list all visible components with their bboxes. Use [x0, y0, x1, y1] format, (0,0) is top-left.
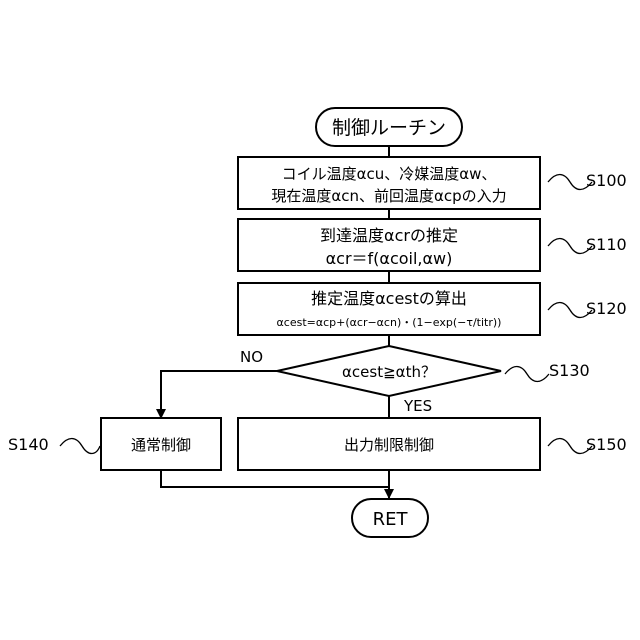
- step-s120-box: 推定温度αcestの算出 αcest=αcp+(αcr−αcn)・(1−exp(…: [238, 283, 540, 335]
- step-s110-id: S110: [586, 235, 627, 254]
- step-s130-tilde: [505, 367, 549, 382]
- step-s150-box: 出力制限制御: [238, 418, 540, 470]
- connector-s140-merge: [161, 470, 389, 487]
- step-s100-box: コイル温度αcu、冷媒温度αw、 現在温度αcn、前回温度αcpの入力: [238, 157, 540, 209]
- step-s120-line1: 推定温度αcestの算出: [311, 289, 467, 308]
- decision-s130-label: αcest≧αth？: [342, 363, 436, 381]
- end-label: RET: [373, 509, 409, 530]
- step-s120-line2: αcest=αcp+(αcr−αcn)・(1−exp(−τ/titr)): [277, 316, 502, 329]
- decision-s130: αcest≧αth？: [277, 346, 501, 396]
- step-s150-label: 出力制限制御: [344, 436, 434, 454]
- step-s140-box: 通常制御: [101, 418, 221, 470]
- end-terminal: RET: [352, 499, 428, 537]
- step-s110-line1: 到達温度αcrの推定: [320, 226, 458, 245]
- step-s140-tilde: [60, 439, 100, 454]
- decision-yes-label: YES: [403, 397, 432, 415]
- step-s100-id: S100: [586, 171, 627, 190]
- step-s100-line1: コイル温度αcu、冷媒温度αw、: [282, 165, 497, 183]
- step-s140-id: S140: [8, 435, 49, 454]
- step-s120-id: S120: [586, 299, 627, 318]
- start-label: 制御ルーチン: [332, 117, 446, 139]
- start-terminal: 制御ルーチン: [316, 108, 462, 146]
- step-s150-id: S150: [586, 435, 627, 454]
- decision-no-label: NO: [240, 348, 263, 366]
- step-s140-label: 通常制御: [131, 436, 191, 454]
- step-s110-box: 到達温度αcrの推定 αcr＝f(αcoil,αw): [238, 219, 540, 271]
- connector-no-branch: [161, 371, 277, 418]
- step-s110-line2: αcr＝f(αcoil,αw): [326, 249, 453, 268]
- step-s130-id: S130: [549, 361, 590, 380]
- step-s100-line2: 現在温度αcn、前回温度αcpの入力: [271, 187, 506, 205]
